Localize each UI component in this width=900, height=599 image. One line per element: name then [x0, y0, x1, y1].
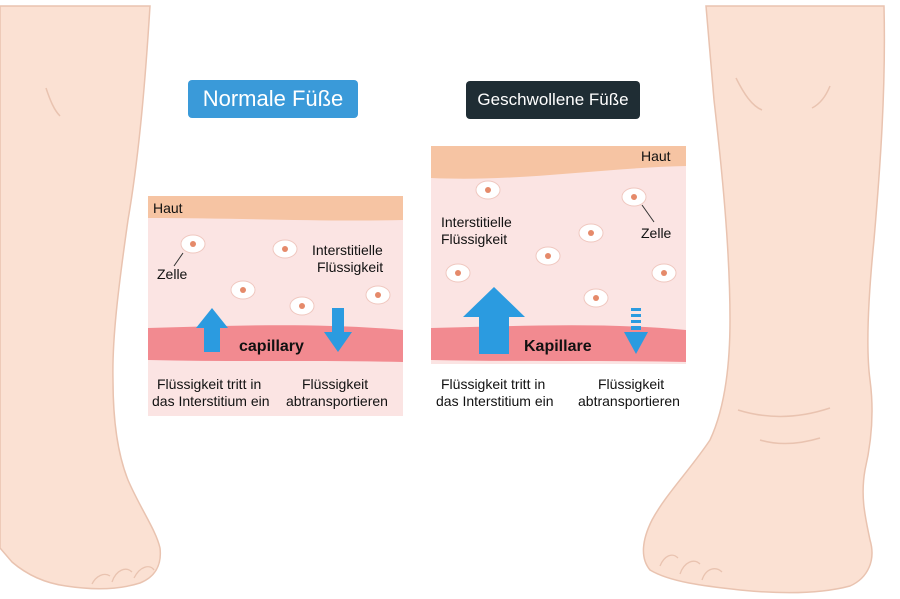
- swollen-cell: [651, 263, 677, 283]
- normal-arrow-up: [196, 308, 228, 352]
- swollen-crease-upper: [735, 77, 831, 111]
- swollen-cell-pointer: [641, 204, 655, 223]
- normal-cell: [230, 280, 256, 300]
- normal-tissue-panel: [148, 196, 403, 416]
- swollen-crease-lower: [737, 407, 831, 445]
- swollen-cell: [535, 246, 561, 266]
- normal-caption-in-line2: das Interstitium ein: [152, 393, 270, 409]
- swollen-leg-illustration: [642, 5, 886, 594]
- swollen-feet-title: Geschwollene Füße: [466, 81, 640, 119]
- swollen-cell-label: Zelle: [641, 225, 672, 241]
- normal-cell-pointer: [173, 252, 184, 267]
- swollen-cell: [621, 187, 647, 207]
- swollen-caption-in-line1: Flüssigkeit tritt in: [441, 376, 546, 392]
- normal-cell: [180, 234, 206, 254]
- swollen-caption-out-line1: Flüssigkeit: [598, 376, 665, 392]
- swollen-caption-out-line2: abtransportieren: [578, 393, 680, 409]
- swollen-caption-in-line2: das Interstitium ein: [436, 393, 554, 409]
- swollen-skin-layer: [431, 146, 686, 179]
- normal-fluid-label-line2: Flüssigkeit: [317, 259, 384, 275]
- swollen-cell: [578, 223, 604, 243]
- normal-caption-out-line1: Flüssigkeit: [302, 376, 369, 392]
- swollen-toes: [659, 554, 723, 581]
- swollen-arrow-up: [463, 287, 525, 354]
- normal-cell: [365, 285, 391, 305]
- normal-toes: [91, 566, 155, 585]
- swollen-cell: [475, 180, 501, 200]
- normal-cell: [289, 296, 315, 316]
- normal-cell-label: Zelle: [157, 266, 188, 282]
- swollen-arrow-down: [624, 308, 648, 354]
- swollen-fluid-label-line2: Flüssigkeit: [441, 231, 508, 247]
- normal-caption-out-line2: abtransportieren: [286, 393, 388, 409]
- normal-capillary-label: capillary: [239, 338, 304, 355]
- normal-feet-title: Normale Füße: [188, 80, 358, 118]
- normal-skin-label: Haut: [153, 200, 183, 216]
- swollen-cell: [583, 288, 609, 308]
- normal-arrow-down: [324, 308, 352, 352]
- swollen-skin-label: Haut: [641, 148, 671, 164]
- swollen-tissue-panel: [431, 146, 686, 364]
- normal-cell: [272, 239, 298, 259]
- normal-caption-in-line1: Flüssigkeit tritt in: [157, 376, 262, 392]
- normal-knee-crease: [45, 87, 61, 117]
- normal-fluid-label-line1: Interstitielle: [312, 242, 383, 258]
- swollen-capillary-label: Kapillare: [524, 338, 592, 355]
- swollen-fluid-label-line1: Interstitielle: [441, 214, 512, 230]
- normal-skin-layer: [148, 196, 403, 221]
- swollen-cell: [445, 263, 471, 283]
- normal-leg-illustration: [0, 5, 162, 590]
